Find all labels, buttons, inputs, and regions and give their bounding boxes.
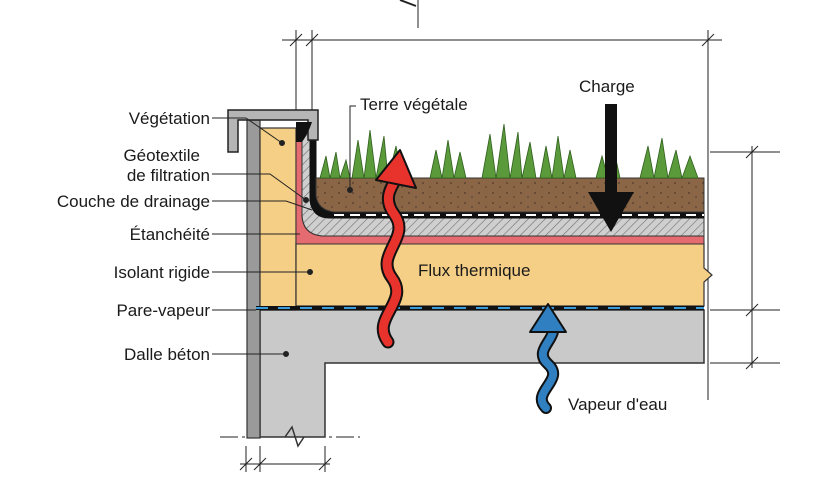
dimension-lines [220,0,780,472]
label-waterproofing: Étanchéité [130,225,210,244]
label-drainage: Couche de drainage [57,192,210,211]
concrete-slab [259,309,705,438]
leader-lines [212,105,356,357]
label-heat-flow: Flux thermique [418,261,530,280]
coping-cap [227,109,319,153]
heat-flow-arrow [375,149,417,349]
water-vapour-arrow [529,303,567,414]
label-vegetation: Végétation [129,109,210,128]
label-slab: Dalle béton [124,345,210,364]
label-load: Charge [579,77,635,96]
parapet-insulation [259,127,297,311]
label-geotextile-line1: Géotextile [123,146,200,165]
load-arrow [588,104,634,232]
label-geotextile-line2: de filtration [127,166,210,185]
parapet-wall [246,119,261,439]
label-vapour-barrier: Pare-vapeur [116,301,210,320]
label-insulation: Isolant rigide [114,263,210,282]
plants [319,123,699,180]
topsoil-layer [315,177,705,213]
label-topsoil: Terre végétale [360,95,468,114]
label-water-vapour: Vapeur d'eau [568,395,667,414]
